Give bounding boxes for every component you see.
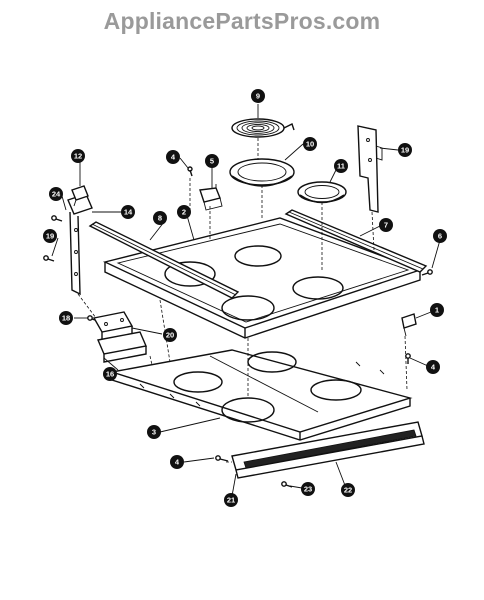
callout-24: 24 bbox=[49, 187, 63, 201]
callout-4-right: 4 bbox=[426, 360, 440, 374]
callout-22: 22 bbox=[341, 483, 355, 497]
svg-text:14: 14 bbox=[124, 208, 133, 217]
callout-5: 5 bbox=[205, 154, 219, 168]
side-bracket-part-19 bbox=[357, 125, 383, 213]
callout-11: 11 bbox=[334, 159, 348, 173]
svg-text:19: 19 bbox=[46, 232, 54, 241]
callout-14: 14 bbox=[121, 205, 135, 219]
mounting-bracket-part-14 bbox=[67, 193, 93, 296]
callout-20: 20 bbox=[163, 328, 177, 342]
callout-3: 3 bbox=[147, 425, 161, 439]
callout-19: 19 bbox=[398, 143, 412, 157]
svg-text:3: 3 bbox=[152, 428, 156, 437]
svg-text:8: 8 bbox=[158, 214, 162, 223]
bracket-part-20 bbox=[92, 311, 134, 343]
svg-text:1: 1 bbox=[435, 306, 439, 315]
burner-box-part-3 bbox=[111, 349, 413, 441]
callout-4-bottom: 4 bbox=[170, 455, 184, 469]
leader-lines bbox=[51, 104, 441, 497]
trim-strip-part-8 bbox=[88, 221, 240, 299]
svg-text:2: 2 bbox=[182, 208, 186, 217]
callout-18: 18 bbox=[59, 311, 73, 325]
trim-strip-part-7 bbox=[284, 209, 428, 273]
svg-text:6: 6 bbox=[438, 232, 442, 241]
svg-text:5: 5 bbox=[210, 157, 214, 166]
callout-21: 21 bbox=[224, 493, 238, 507]
callout-7: 7 bbox=[379, 218, 393, 232]
svg-text:11: 11 bbox=[337, 162, 345, 171]
bracket-part-16 bbox=[97, 331, 147, 363]
coil-element-part-9 bbox=[231, 118, 295, 138]
callout-23: 23 bbox=[301, 482, 315, 496]
svg-text:22: 22 bbox=[344, 486, 352, 495]
callout-10: 10 bbox=[303, 137, 317, 151]
clip-part-12 bbox=[71, 185, 89, 207]
callout-1: 1 bbox=[430, 303, 444, 317]
callout-19-left: 19 bbox=[43, 229, 57, 243]
callout-16: 16 bbox=[103, 367, 117, 381]
svg-text:12: 12 bbox=[74, 152, 82, 161]
alignment-lines bbox=[77, 138, 408, 463]
clip-part-1 bbox=[401, 313, 417, 337]
watermark-text: AppliancePartsPros.com bbox=[103, 8, 381, 34]
svg-text:16: 16 bbox=[106, 370, 114, 379]
svg-text:23: 23 bbox=[304, 485, 312, 494]
svg-text:9: 9 bbox=[256, 92, 260, 101]
drip-pan-large-part-10 bbox=[229, 158, 295, 187]
callout-6: 6 bbox=[433, 229, 447, 243]
front-trim-part-22 bbox=[231, 421, 425, 479]
svg-text:4: 4 bbox=[431, 363, 436, 372]
svg-text:24: 24 bbox=[52, 190, 61, 199]
svg-text:7: 7 bbox=[384, 221, 388, 230]
callout-4: 4 bbox=[166, 150, 180, 164]
svg-text:20: 20 bbox=[166, 331, 174, 340]
receptacle-part-5 bbox=[199, 184, 223, 211]
svg-text:10: 10 bbox=[306, 140, 314, 149]
cooktop-frame-part-2 bbox=[102, 217, 423, 339]
drip-pan-small-part-11 bbox=[297, 181, 347, 204]
callout-12: 12 bbox=[71, 149, 85, 163]
callout-8: 8 bbox=[153, 211, 167, 225]
svg-text:4: 4 bbox=[171, 153, 176, 162]
callout-2: 2 bbox=[177, 205, 191, 219]
callout-9: 9 bbox=[251, 89, 265, 103]
svg-text:4: 4 bbox=[175, 458, 180, 467]
svg-text:21: 21 bbox=[227, 496, 235, 505]
svg-text:18: 18 bbox=[62, 314, 70, 323]
svg-text:19: 19 bbox=[401, 146, 409, 155]
